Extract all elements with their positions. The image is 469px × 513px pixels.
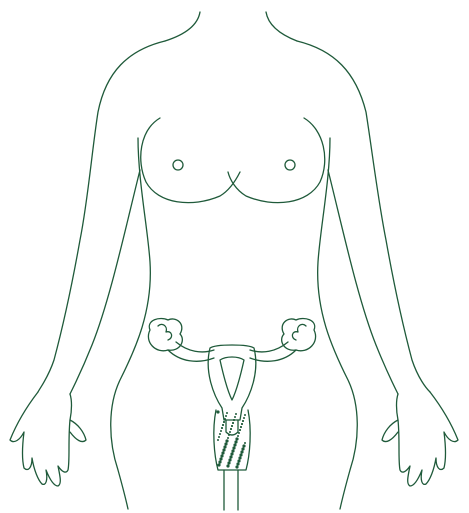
neck-right-line: [266, 12, 297, 41]
vagina-texture-dot: [244, 414, 246, 416]
vagina-texture-dot: [235, 413, 237, 415]
vagina-texture-dot: [222, 448, 225, 451]
vagina-texture-dot: [241, 423, 243, 425]
vagina-texture-dot: [237, 435, 239, 437]
vagina-texture-dot: [229, 431, 231, 433]
vagina-texture-dot: [222, 424, 224, 426]
vagina-texture-dot: [224, 442, 227, 445]
neck-left-line: [165, 12, 200, 41]
vagina-texture-dot: [224, 418, 226, 420]
left-fimbriae: [158, 324, 172, 340]
vagina-texture-dot: [239, 457, 241, 459]
vagina-texture-dot: [232, 446, 235, 449]
vagina-texture-dot: [217, 439, 219, 441]
right-hand-outline: [397, 392, 459, 486]
vagina-texture-dot: [220, 430, 222, 432]
left-outer-arm-line: [38, 41, 165, 392]
right-nipple: [285, 160, 295, 170]
vagina-texture-dot: [241, 447, 244, 450]
vagina-texture-dot: [234, 416, 236, 418]
vagina-texture-dot: [229, 459, 231, 461]
reproductive-system: [148, 318, 315, 470]
right-thumb-line: [382, 420, 398, 442]
vagina-texture-dot: [231, 449, 234, 452]
vagina-texture-dot: [233, 419, 235, 421]
vagina-texture-dot: [230, 428, 232, 430]
left-breast-line: [141, 118, 240, 203]
vagina-texture-dot: [239, 429, 241, 431]
vagina-texture-dot: [228, 462, 230, 464]
vagina-texture-dot: [227, 465, 229, 467]
left-torso-line: [111, 138, 151, 509]
right-outer-arm-line: [297, 41, 430, 392]
left-thumb-line: [70, 420, 86, 442]
vagina-texture: [216, 410, 246, 468]
vagina-texture-dot: [221, 451, 224, 454]
vagina-texture-dot: [230, 452, 233, 455]
right-ovary: [282, 318, 316, 350]
left-ovary: [148, 318, 182, 350]
vagina-texture-dot: [223, 445, 226, 448]
left-hand-outline: [10, 392, 72, 486]
vagina-texture-dot: [230, 456, 232, 458]
vagina-texture-dot: [219, 461, 221, 463]
right-fimbriae: [292, 324, 306, 340]
uterus-outer: [208, 345, 256, 420]
vagina-texture-dot: [220, 458, 222, 460]
vagina-texture-dot: [238, 460, 240, 462]
vagina-texture-dot: [239, 453, 242, 456]
vagina-texture-dot: [232, 422, 234, 424]
vagina-texture-dot: [243, 417, 245, 419]
vagina-texture-dot: [242, 444, 245, 447]
vagina-texture-dot: [228, 434, 230, 436]
vagina-texture-dot: [227, 437, 229, 439]
vagina-texture-dot: [226, 412, 228, 414]
vagina-texture-dot: [225, 439, 228, 442]
vagina-texture-dot: [240, 450, 243, 453]
cervix: [226, 420, 238, 435]
vagina-texture-dot: [242, 420, 244, 422]
vagina-texture-dot: [235, 437, 238, 440]
vagina-texture-dot: [236, 466, 238, 468]
vagina-texture-dot: [244, 442, 246, 444]
vagina-texture-dot: [217, 463, 220, 466]
vagina-texture-dot: [233, 443, 236, 446]
vagina-texture-dot: [223, 421, 225, 423]
vagina-texture-dot: [231, 425, 233, 427]
left-nipple: [173, 160, 183, 170]
vagina-texture-dot: [216, 410, 219, 413]
right-breast-line: [228, 118, 325, 203]
vagina-texture-dot: [238, 432, 240, 434]
vagina-texture-dot: [221, 427, 223, 429]
vagina-texture-dot: [234, 440, 237, 443]
vagina-texture-dot: [237, 463, 239, 465]
vagina-texture-dot: [218, 436, 220, 438]
vagina-texture-dot: [219, 433, 221, 435]
vagina-texture-dot: [220, 454, 223, 457]
right-torso-line: [318, 138, 358, 509]
vagina-texture-dot: [225, 415, 227, 417]
vagina-texture-dot: [240, 426, 242, 428]
uterus-cavity: [220, 357, 244, 400]
